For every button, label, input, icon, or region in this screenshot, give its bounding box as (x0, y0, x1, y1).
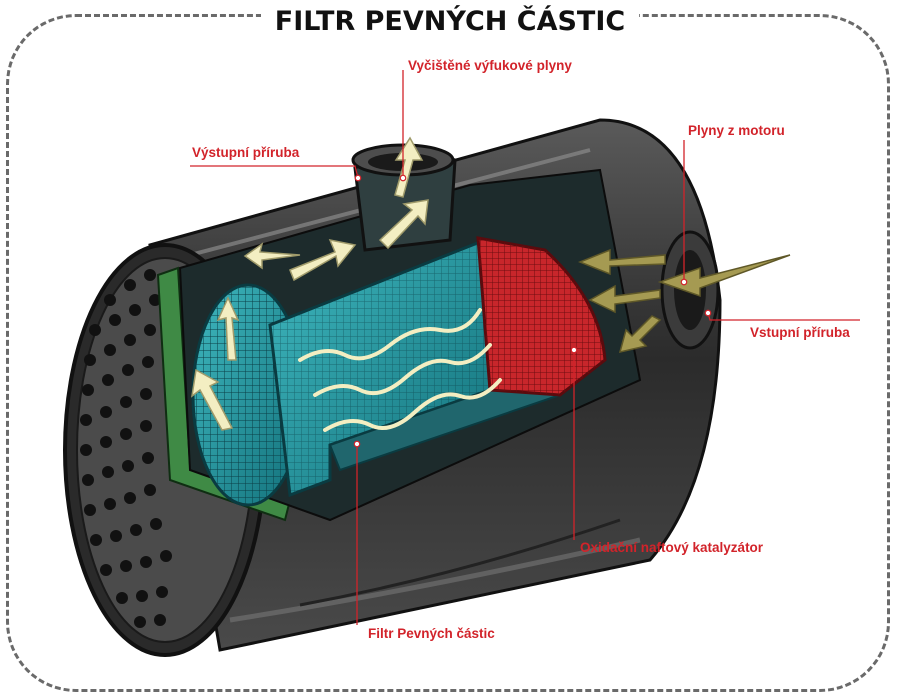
label-inlet-flange: Vstupní příruba (750, 325, 850, 340)
label-dpf: Filtr Pevných částic (368, 626, 495, 641)
doc-catalyst-block (476, 236, 607, 397)
leader-lines (190, 70, 860, 625)
label-clean-exhaust: Vyčištěné výfukové plyny (408, 58, 572, 73)
dpf-flow-waves (298, 308, 502, 432)
page-title: FILTR PEVNÝCH ČÁSTIC (0, 6, 900, 37)
engine-gas-arrows (577, 248, 791, 354)
label-engine-gases: Plyny z motoru (688, 123, 785, 138)
clean-gas-arrows (190, 136, 429, 431)
label-outlet-flange: Výstupní příruba (192, 145, 300, 160)
label-doc-catalyst: Oxidační naftový katalyzátor (580, 540, 764, 555)
